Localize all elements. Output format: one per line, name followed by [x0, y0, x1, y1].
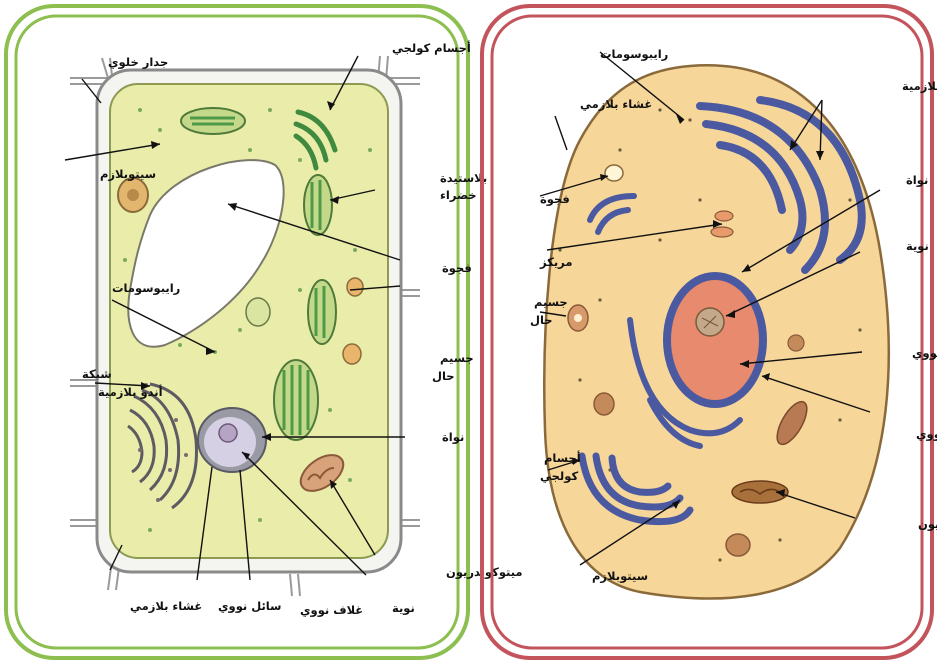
- label-animal-nucleoplasm: سائل نووي: [912, 346, 937, 361]
- label-plant-nucleoplasm: سائل نووي: [218, 599, 281, 614]
- label-animal-membrane: غشاء بلازمي: [580, 97, 652, 111]
- label-animal-nucleolus: نوية: [906, 239, 929, 254]
- animal-nucleoplasm-shape: [671, 280, 759, 400]
- animal-vacuole: [605, 165, 623, 181]
- label-plant-nucleolus: نوية: [392, 601, 415, 616]
- plant-cell-panel: أجسام كولجي جدار خلوي سيتوبلازم بلاستيدة…: [6, 6, 523, 658]
- label-animal-cytoplasm: سيتوبلازم: [592, 569, 648, 584]
- label-animal-lysosome-2: حال: [530, 313, 553, 327]
- label-plant-ribosomes: رايبوسومات: [112, 281, 180, 296]
- label-plant-mitochondrion: ميتوكوندريون: [446, 565, 523, 580]
- label-plant-lysosome-2: حال: [432, 369, 455, 383]
- label-plant-vacuole: فجوة: [442, 261, 472, 276]
- label-animal-vacuole: فجوة: [540, 192, 570, 207]
- label-animal-er: شبكة أندو بلازمية: [902, 78, 937, 94]
- label-plant-nucleus: نواة: [442, 430, 464, 445]
- label-plant-membrane: غشاء بلازمي: [130, 599, 202, 613]
- label-plant-nuclear-envelope: غلاف نووي: [300, 603, 363, 618]
- label-animal-nucleus: نواة: [906, 173, 928, 188]
- label-animal-centrosome: مريكز: [539, 255, 572, 269]
- animal-cell-panel: رايبوسومات شبكة أندو بلازمية غشاء بلازمي…: [482, 6, 937, 658]
- label-plant-cytoplasm: سيتوبلازم: [100, 167, 156, 182]
- label-animal-ribosomes: رايبوسومات: [600, 47, 668, 62]
- label-plant-golgi: أجسام كولجي: [392, 40, 471, 56]
- label-animal-nuclear-envelope: غلاف نووي: [916, 427, 937, 442]
- label-plant-chloroplast-2: خضراء: [440, 188, 477, 202]
- label-animal-golgi-1: أجسام: [544, 450, 581, 465]
- label-animal-mitochondrion: ميتوكوندريون: [918, 517, 937, 532]
- animal-nucleus: [663, 272, 767, 408]
- label-plant-lysosome-1: جسيم: [440, 351, 474, 365]
- label-animal-golgi-2: كولجي: [540, 469, 578, 484]
- label-animal-lysosome-1: جسيم: [534, 295, 568, 309]
- label-plant-cell-wall: جدار خلوي: [108, 55, 168, 70]
- label-plant-er-1: شبكة: [82, 367, 112, 381]
- plant-nucleus: [198, 408, 266, 472]
- label-plant-er-2: أندو بلازمية: [98, 384, 163, 400]
